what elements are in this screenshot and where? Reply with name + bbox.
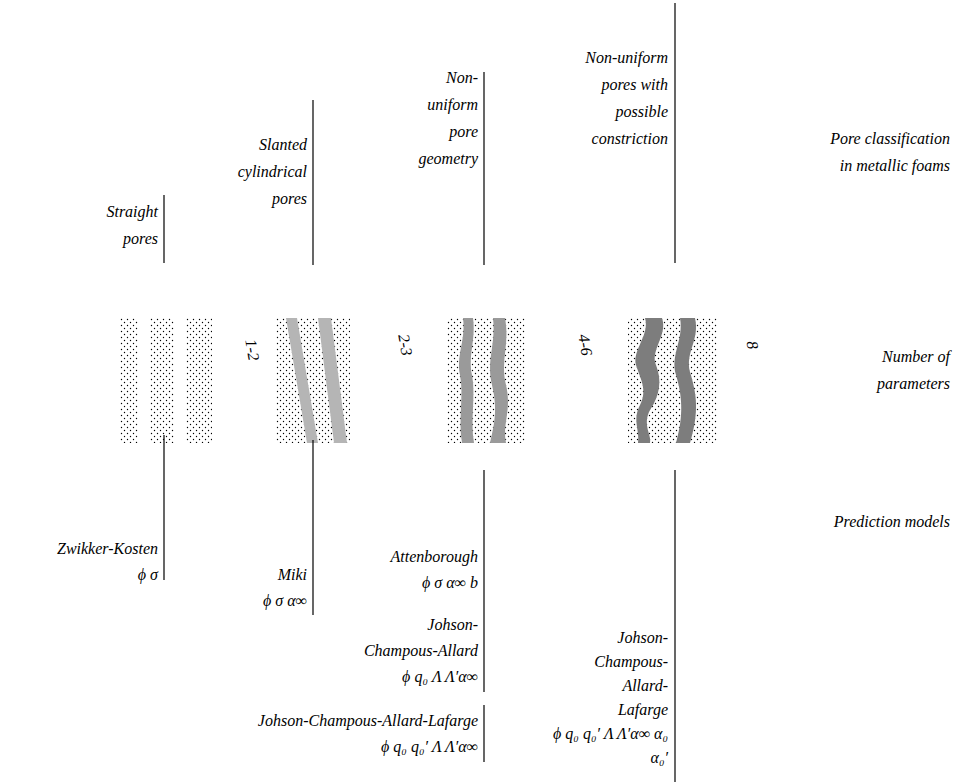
pore-type-label: Slanted cylindrical pores [223,131,307,212]
row-heading-group: Pore classification in metallic foams [825,125,950,179]
model-label: ϕ σ α∞ b [391,570,478,596]
parameter-count: 8 [743,340,760,351]
ellipse-outline [28,210,608,480]
pore-type-label-group: Non-uniform pores with possible constric… [576,44,668,152]
non-uniform-pores [447,318,525,443]
model-label: Johson-Champous-Allard [358,612,478,664]
model-label-group: Johson-Champous-Allard-Lafargeϕ q₀ q₀′ Λ… [258,708,478,760]
row-heading-group: Prediction models [834,508,950,535]
parameter-ellipse: 1-2 [57,262,270,440]
model-label: Johson-Champous-Allard-Lafarge [584,626,668,722]
parameter-count: 1-2 [242,338,261,362]
leader-lines [164,3,675,782]
model-label: Johson-Champous-Allard-Lafarge [258,708,478,734]
parameter-count: 4-6 [575,333,594,357]
ellipse-outline [57,262,270,440]
pore-type-label-group: Straight pores [94,198,158,252]
row-heading-group: Number of parameters [870,343,950,397]
pore-type-label-group: Non-uniform pore geometry [412,64,478,172]
parameter-ellipse: 4-6 2-3 1-2 [28,210,608,480]
row-heading: Prediction models [834,508,950,535]
model-label-group: Zwikker-Kostenϕ σ [57,536,158,588]
model-label: Zwikker-Kosten [57,536,158,562]
pore-type-label: Non-uniform pore geometry [412,64,478,172]
slanted-pores [276,318,350,443]
model-label: ϕ σ α∞ [263,588,307,614]
constricted-pores [628,318,717,443]
model-label: Attenborough [391,544,478,570]
parameter-ellipse: 2-3 1-2 [45,228,427,464]
model-label: ϕ q₀ Λ Λ′α∞ [358,664,478,690]
ellipse-outline [45,228,427,464]
model-label-group: Mikiϕ σ α∞ [263,562,307,614]
parameter-count: 2-3 [395,333,414,357]
model-label-group: Johson-Champous-Allardϕ q₀ Λ Λ′α∞ [358,612,478,690]
straight-pores [120,318,212,443]
model-label: ϕ q₀ q₀′ Λ Λ′α∞ α₀ α₀′ [548,722,668,770]
model-label: Miki [263,562,307,588]
model-label: ϕ q₀ q₀′ Λ Λ′α∞ [258,734,478,760]
pore-type-label: Straight pores [94,198,158,252]
pore-type-label-group: Slanted cylindrical pores [223,131,307,212]
model-label: ϕ σ [57,562,158,588]
row-heading: Pore classification in metallic foams [825,125,950,179]
pore-type-label: Non-uniform pores with possible constric… [576,44,668,152]
row-heading: Number of parameters [870,343,950,397]
model-label-group: Johson-Champous-Allard-Lafargeϕ q₀ q₀′ Λ… [548,626,668,770]
model-label-group: Attenboroughϕ σ α∞ b [391,544,478,596]
